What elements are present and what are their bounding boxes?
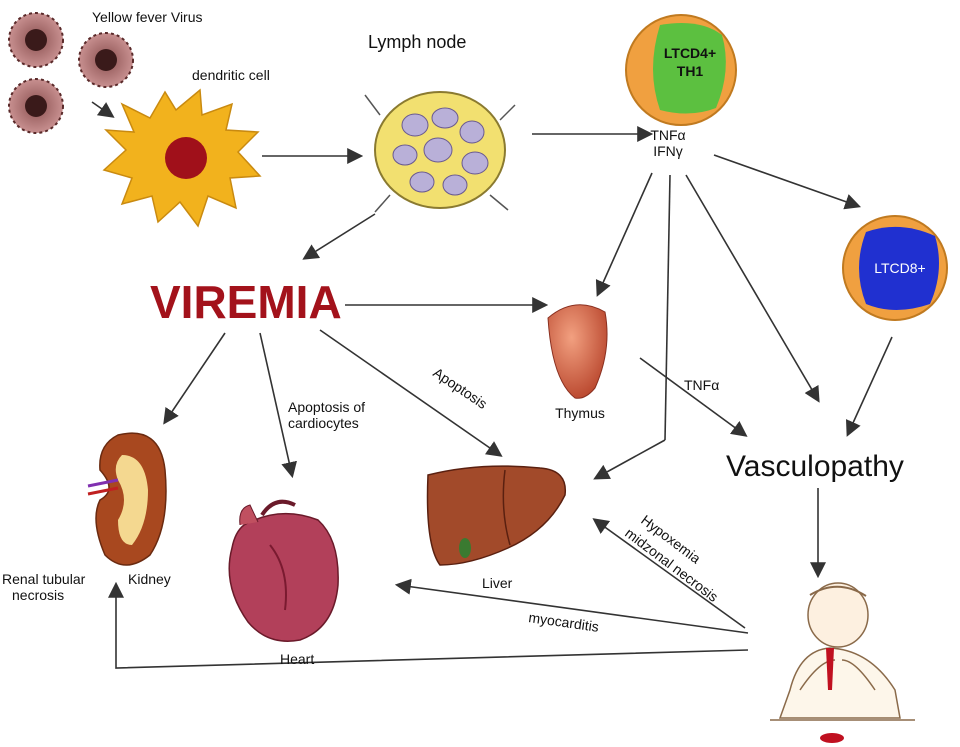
line-cd4-liver-a	[665, 175, 670, 440]
apoptosis-label: Apoptosis	[430, 364, 490, 412]
arrow-cd4-cd8	[714, 155, 858, 206]
arrow-cd8-vasculopathy	[848, 337, 892, 434]
kidney-label: Kidney	[128, 571, 171, 587]
thymus-label: Thymus	[555, 405, 605, 421]
ltcd4-label: LTCD4+	[664, 45, 716, 61]
tnf-label: TNFα	[650, 127, 685, 143]
liver-label: Liver	[482, 575, 513, 591]
virus-icon	[79, 33, 133, 87]
heart-icon	[229, 502, 338, 642]
virus-label: Yellow fever Virus	[92, 9, 203, 25]
virus-particles	[9, 13, 133, 133]
ltcd8-label: LTCD8+	[874, 260, 925, 276]
th1-label: TH1	[677, 63, 704, 79]
viremia-label: VIREMIA	[150, 276, 342, 328]
dendritic-cell-label: dendritic cell	[192, 67, 270, 83]
lymph-node-icon	[365, 92, 515, 212]
virus-icon	[9, 13, 63, 67]
arrow-thymus-vasculopathy	[640, 358, 745, 435]
ifn-label: IFNγ	[653, 143, 683, 159]
virus-icon	[9, 79, 63, 133]
arrow-cd4-liver	[596, 440, 665, 478]
tnf-thymus-label: TNFα	[684, 377, 719, 393]
liver-icon	[428, 466, 566, 565]
apoptosis-cardiocytes-label-2: cardiocytes	[288, 415, 359, 431]
arrow-viremia-kidney	[165, 333, 225, 422]
arrow-lymph-viremia	[305, 214, 375, 258]
arrow-cd4-thymus	[598, 173, 652, 294]
patient-icon	[770, 583, 915, 743]
myocarditis-label: myocarditis	[528, 609, 600, 635]
heart-label: Heart	[280, 651, 314, 667]
dendritic-cell-icon	[104, 90, 260, 226]
thymus-icon	[548, 305, 607, 399]
kidney-icon	[88, 433, 166, 565]
apoptosis-cardiocytes-label-1: Apoptosis of	[288, 399, 365, 415]
renal-label-1: Renal tubular	[2, 571, 86, 587]
arrow-cd4-vasculopathy	[686, 175, 818, 400]
lymph-node-label: Lymph node	[368, 32, 466, 52]
renal-label-2: necrosis	[12, 587, 64, 603]
vasculopathy-label: Vasculopathy	[726, 450, 904, 483]
arrow-virus-dendritic	[92, 102, 112, 116]
arrow-patient-kidney	[116, 585, 748, 668]
